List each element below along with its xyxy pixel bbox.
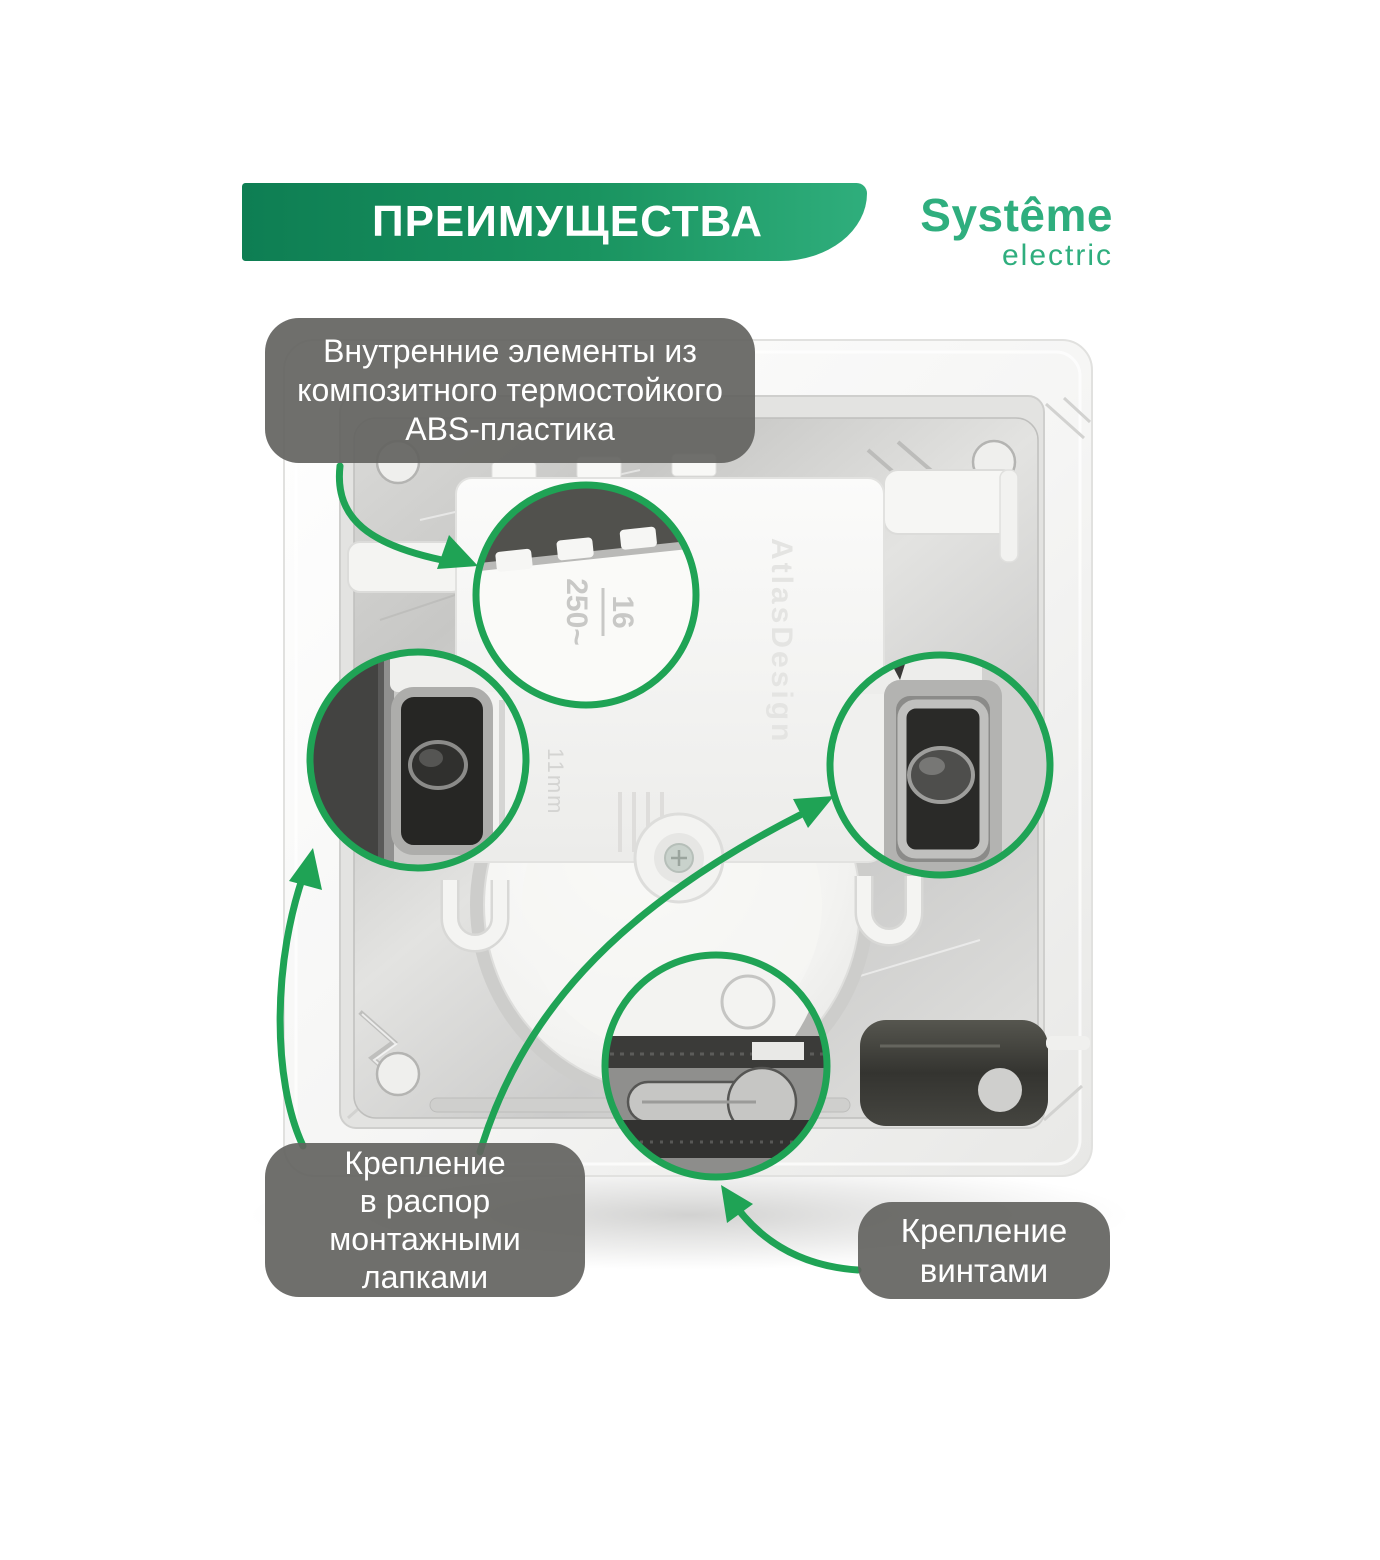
claw-right-magnified-view	[830, 655, 1050, 875]
arrow-abs	[335, 462, 446, 564]
arrowhead-screw	[721, 1185, 753, 1223]
svg-text:16: 16	[606, 595, 639, 628]
arrowhead-abs	[437, 535, 478, 569]
gauge-marking: 11mm	[543, 748, 568, 816]
callout-line: Внутренние элементы из	[323, 333, 697, 369]
arrow-claw-left	[276, 864, 310, 1150]
callout-line: Крепление	[900, 1211, 1068, 1249]
callout-line: винтами	[919, 1251, 1049, 1289]
callout-line: ABS-пластика	[405, 411, 615, 447]
callout-line: композитного термостойкого	[297, 372, 723, 408]
callout-line: Крепление	[344, 1145, 506, 1181]
callout-mounting-claws: Крепление в распор монтажными лапками	[265, 1143, 585, 1297]
header-banner: ПРЕИМУЩЕСТВА	[242, 183, 867, 261]
page-title: ПРЕИМУЩЕСТВА	[371, 197, 764, 246]
housing-arm-right	[883, 469, 1017, 535]
highlight-circle-claw-left	[306, 648, 530, 872]
rating-marking: 16 250~	[560, 578, 639, 646]
callout-line: монтажными	[329, 1221, 521, 1257]
arrowhead-claw-right	[793, 796, 834, 828]
highlight-circle-claw-right	[826, 651, 1054, 879]
arrow-claw-right	[476, 811, 804, 1156]
screw-bracket	[860, 1020, 1090, 1126]
screw-magnified-view	[605, 955, 827, 1177]
highlight-circle-screw	[601, 951, 831, 1181]
highlight-circle-abs	[472, 481, 700, 709]
brand-logo: Systême electric	[920, 192, 1113, 271]
svg-text:250~: 250~	[560, 578, 593, 646]
mounting-hooks	[440, 876, 924, 953]
callout-line: лапками	[361, 1259, 489, 1295]
callout-abs-plastic: Внутренние элементы из композитного терм…	[265, 318, 755, 463]
brand-name-sub: electric	[1001, 239, 1113, 272]
series-marking: AtlasDesign	[765, 538, 798, 744]
arrowhead-claw-left	[289, 848, 322, 890]
center-screw-boss	[633, 812, 725, 904]
callout-screw-fixing: Крепление винтами	[858, 1202, 1110, 1299]
brand-name: Systême	[920, 189, 1113, 241]
callout-line: в распор	[359, 1183, 491, 1219]
